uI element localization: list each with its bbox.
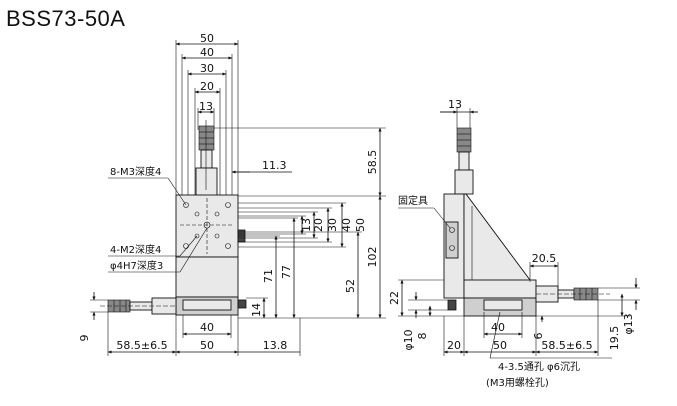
front-dim-58-5-pm: 58.5±6.5 <box>116 339 167 352</box>
side-bottom-dim-lines <box>443 300 599 356</box>
side-dim-20-5: 20.5 <box>532 252 557 265</box>
side-dim-13: 13 <box>448 98 462 111</box>
side-dim-20: 20 <box>447 339 461 352</box>
front-view: 50 40 30 20 13 <box>78 32 386 356</box>
front-lower-stage <box>175 256 239 298</box>
side-upper-base <box>463 279 537 299</box>
front-inner-dim-40: 40 <box>340 218 353 232</box>
note-8-m3: 8-M3深度4 <box>110 165 161 178</box>
front-inner-dim-50: 50 <box>354 218 367 232</box>
side-dim-40: 40 <box>491 321 505 334</box>
note-m3-bolts: (M3用螺栓孔) <box>486 376 549 389</box>
side-left-dim-lines <box>398 279 464 318</box>
front-inner-dim-lines <box>238 202 346 248</box>
note-through-holes: 4-3.5通孔 φ6沉孔 <box>498 360 580 373</box>
side-dim-phi13: φ13 <box>622 313 635 334</box>
note-4-m2: 4-M2深度4 <box>110 243 161 256</box>
front-dim-20-top: 20 <box>200 80 214 93</box>
front-dim-40-top: 40 <box>200 46 214 59</box>
side-dim-6: 6 <box>532 333 545 340</box>
front-dim-13-top: 13 <box>199 100 213 113</box>
front-top-dim-lines <box>175 40 239 195</box>
front-dim-58-5: 58.5 <box>366 150 379 175</box>
vertical-micrometer <box>195 120 218 197</box>
horizontal-micrometer-left <box>100 297 177 315</box>
side-dim-phi10: φ10 <box>402 329 415 350</box>
front-dim-30-top: 30 <box>200 62 214 75</box>
side-dim-50: 50 <box>493 339 507 352</box>
side-dim-58-5-pm: 58.5±6.5 <box>541 339 592 352</box>
front-dim-50-top: 50 <box>200 32 214 45</box>
label-fixture: 固定具 <box>398 194 428 207</box>
drawing-title: BSS73-50A <box>6 6 126 31</box>
front-dim-71: 71 <box>262 269 275 283</box>
front-dim-102: 102 <box>366 247 379 268</box>
front-bottom-dim-lines <box>107 312 301 356</box>
front-inner-dim-30: 30 <box>326 218 339 232</box>
side-dim-22: 22 <box>388 291 401 305</box>
front-dim-77: 77 <box>280 265 293 279</box>
side-vertical-micrometer <box>454 127 474 195</box>
front-dim-14: 14 <box>250 303 263 317</box>
side-right-dim-lines <box>536 278 640 317</box>
front-dim-9: 9 <box>78 335 91 342</box>
side-view: 13 <box>388 98 640 389</box>
front-dim-50-bottom: 50 <box>200 339 214 352</box>
front-dim-11-3: 11.3 <box>262 159 287 172</box>
front-inner-dim-13: 13 <box>300 218 313 232</box>
front-leaders <box>108 177 208 273</box>
front-dim-52: 52 <box>344 279 357 293</box>
front-dim-40-bottom: 40 <box>200 321 214 334</box>
note-phi4h7: φ4H7深度3 <box>110 259 163 272</box>
side-dim-19-5: 19.5 <box>608 326 621 351</box>
side-dim-8: 8 <box>416 333 429 340</box>
front-inner-dim-20: 20 <box>312 218 325 232</box>
front-dim-13-8: 13.8 <box>263 339 288 352</box>
side-horizontal-micrometer <box>535 285 610 303</box>
